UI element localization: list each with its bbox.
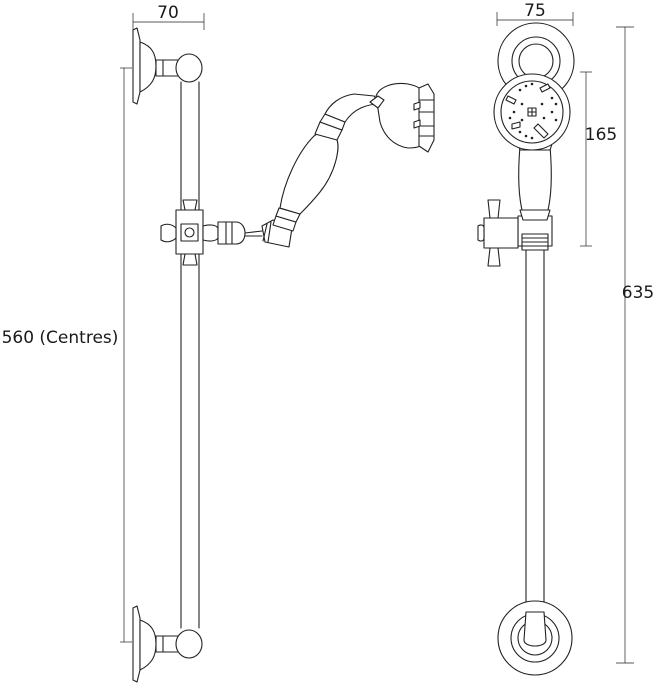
bottom-wall-flange-side — [132, 605, 203, 683]
bottom-wall-flange-front — [497, 600, 573, 676]
slider-bracket-front — [477, 199, 553, 267]
riser-rail-front — [525, 247, 545, 613]
dimension-label-165: 165 — [585, 125, 617, 145]
front-elevation-view: 75 165 635 — [477, 1, 654, 676]
dimension-head-height: 165 — [580, 71, 617, 247]
dimension-overall-height: 635 — [616, 26, 654, 664]
dimension-label-75: 75 — [524, 1, 546, 21]
dimension-label-635: 635 — [622, 283, 654, 303]
dimension-top-width-front: 75 — [496, 1, 574, 26]
dimension-label-centres: 560 (Centres) — [2, 328, 119, 348]
dimension-label-70: 70 — [157, 3, 179, 23]
dimension-centres: 560 (Centres) — [2, 67, 132, 643]
handset-side — [261, 82, 435, 248]
dimension-top-width-side: 70 — [132, 3, 205, 30]
slider-bracket-side — [160, 199, 263, 266]
handset-front — [493, 73, 571, 221]
riser-rail-side — [180, 81, 200, 629]
side-elevation-view: 70 560 (Centres) — [2, 3, 435, 683]
top-wall-flange-side — [132, 27, 203, 105]
